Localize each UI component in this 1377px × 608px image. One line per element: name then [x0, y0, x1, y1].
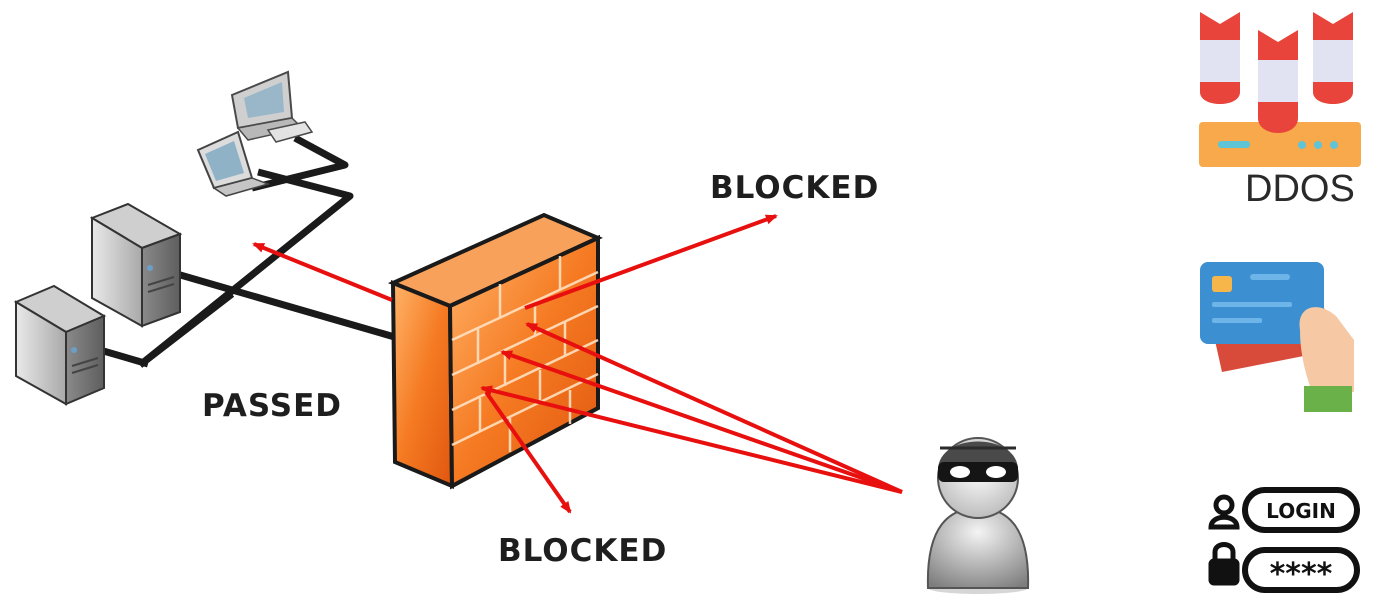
- ddos-bombs-icon: [1199, 12, 1361, 167]
- lock-icon: [1208, 542, 1240, 586]
- arrow-passed: [252, 242, 393, 302]
- password-field-text: ****: [1270, 557, 1333, 592]
- server-icon: [13, 284, 107, 406]
- firewall-brick-wall-icon: [387, 212, 603, 490]
- arrow-blocked-bottom: [484, 390, 572, 514]
- desktop-computer-icon: [230, 70, 314, 143]
- arrow-attack-1: [525, 322, 903, 494]
- traffic-arrows: [252, 214, 903, 514]
- hacker-icon: [926, 437, 1030, 594]
- server-icon: [89, 202, 183, 328]
- password-field: [1242, 547, 1360, 593]
- username-field: [1242, 487, 1360, 533]
- arrow-attack-2: [500, 350, 903, 494]
- username-field-text: LOGIN: [1266, 499, 1336, 523]
- laptop-icon: [196, 130, 271, 197]
- network-cables: [99, 134, 399, 368]
- ddos-label: DDOS: [1245, 168, 1355, 210]
- blocked-label-bottom: BLOCKED: [498, 533, 668, 569]
- arrow-blocked-top: [524, 214, 778, 310]
- credit-card-icon: [1200, 262, 1354, 412]
- login-form-icon: LOGIN ****: [1208, 487, 1360, 593]
- user-icon: [1208, 494, 1240, 530]
- arrow-attack-3: [480, 385, 903, 494]
- blocked-label-top: BLOCKED: [710, 170, 880, 206]
- passed-label: PASSED: [202, 388, 343, 424]
